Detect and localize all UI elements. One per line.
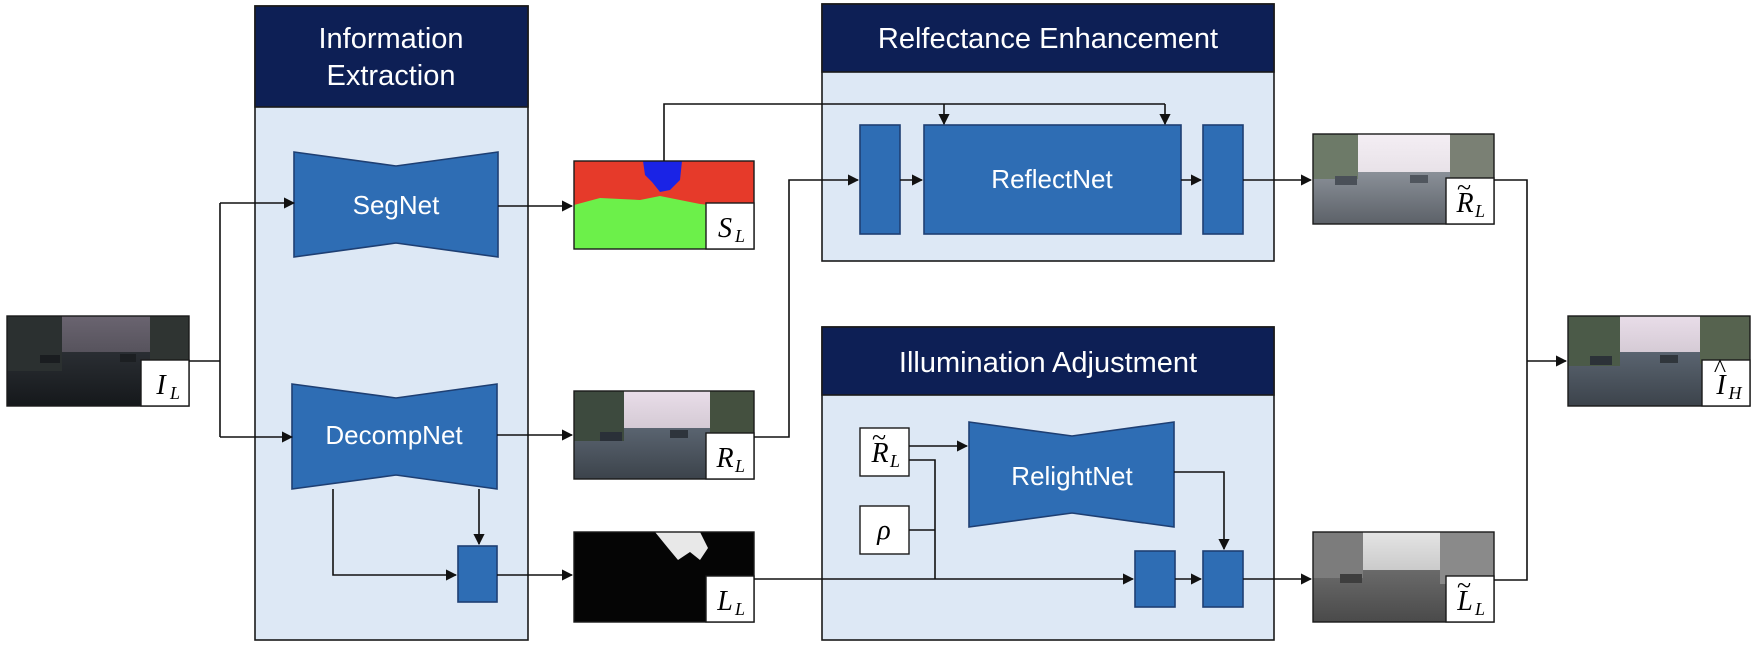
illumination-adjustment-header <box>821 326 1275 396</box>
information-extraction-header <box>254 5 529 108</box>
reflect-post-block <box>1202 124 1244 235</box>
reflectnet-label: ReflectNet <box>991 164 1113 194</box>
relight-refl-input-sub: L <box>889 451 900 471</box>
information-extraction-title-line2: Extraction <box>327 60 456 92</box>
illum-enh-label-accent: ~ <box>1457 571 1471 600</box>
input-label-box: I L <box>140 359 190 407</box>
rho-input-box: ρ <box>859 505 910 555</box>
illum-enh-label-base: L <box>1456 586 1473 617</box>
segnet-label: SegNet <box>353 190 440 220</box>
reflectance-enhancement-title: Relfectance Enhancement <box>878 23 1218 55</box>
seg-label-box: S L <box>705 202 755 250</box>
input-label-base: I <box>155 370 167 401</box>
seg-label-base: S <box>718 213 732 244</box>
illumination-extract-block <box>457 545 498 603</box>
decompnet-block: DecompNet <box>291 383 498 490</box>
refl-label-sub: L <box>734 456 745 476</box>
relight-refl-input-box: ~ R L <box>859 423 910 477</box>
information-extraction-title-line1: Information <box>318 23 463 55</box>
illumination-adjustment-title: Illumination Adjustment <box>899 347 1197 379</box>
output-label-box: ^ I H <box>1701 354 1751 407</box>
output-label-accent: ^ <box>1714 354 1726 383</box>
reflectnet-block <box>923 124 1182 235</box>
relight-refl-input-base: R <box>870 438 888 469</box>
information-extraction-module: Information Extraction <box>254 5 529 641</box>
relight-merge-block-b <box>1202 550 1244 608</box>
input-label-sub: L <box>169 383 180 403</box>
refl-enh-label-box: ~ R L <box>1445 173 1495 225</box>
illum-enh-label-sub: L <box>1474 599 1485 619</box>
refl-label-base: R <box>715 443 733 474</box>
relightnet-block: RelightNet <box>968 421 1175 528</box>
relight-refl-input-accent: ~ <box>872 423 886 452</box>
segnet-block: SegNet <box>293 151 499 258</box>
refl-enh-label-base: R <box>1455 188 1473 219</box>
relightnet-label: RelightNet <box>1011 461 1133 491</box>
illum-enh-label-box: ~ L L <box>1445 571 1495 623</box>
refl-label-box: R L <box>705 432 755 480</box>
decompnet-label: DecompNet <box>325 420 463 450</box>
illum-label-box: L L <box>705 575 755 623</box>
connectors <box>189 103 1568 585</box>
illum-label-base: L <box>716 586 733 617</box>
rho-label: ρ <box>876 515 890 546</box>
output-label-sub: H <box>1728 383 1743 403</box>
reflect-pre-block <box>859 124 901 235</box>
illum-label-sub: L <box>734 599 745 619</box>
refl-enh-label-sub: L <box>1474 201 1485 221</box>
refl-enh-label-accent: ~ <box>1457 173 1471 202</box>
reflectance-enhancement-header <box>821 3 1275 73</box>
relight-merge-block-a <box>1134 550 1176 608</box>
seg-label-sub: L <box>734 226 745 246</box>
output-label-base: I <box>1715 370 1727 401</box>
